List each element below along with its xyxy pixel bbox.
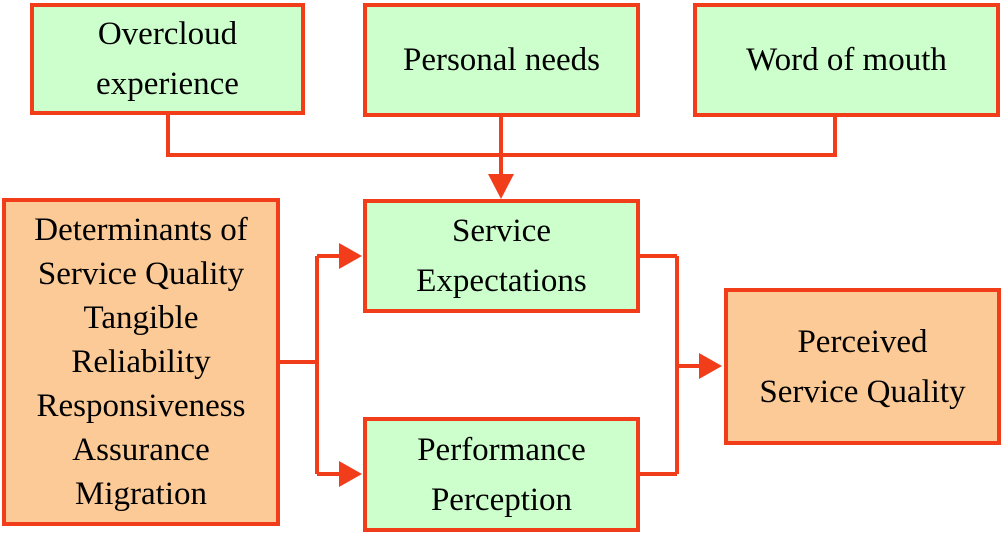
node-label-line: Reliability (71, 344, 211, 380)
node-word-of-mouth: Word of mouth (693, 3, 1000, 117)
node-label-line: Assurance (72, 432, 210, 468)
arrowhead-right-performance-perception (339, 461, 362, 487)
node-label-line: Personal needs (402, 42, 601, 78)
node-personal-needs: Personal needs (363, 3, 640, 117)
node-overcloud-experience: Overcloud experience (30, 3, 305, 115)
node-performance-perception: Performance Perception (363, 417, 640, 532)
node-label-line: experience (96, 66, 239, 102)
node-label-line: Perception (430, 481, 573, 518)
node-label-line: Migration (75, 476, 207, 512)
node-label-line: Overcloud (97, 16, 238, 52)
node-label-line: Responsiveness (36, 388, 246, 424)
node-label-line: Service (452, 213, 551, 249)
node-label-line: Tangible (83, 300, 199, 336)
node-perceived-service-quality: Perceived Service Quality (724, 288, 1001, 445)
node-label-line: Determinants of (34, 212, 248, 248)
node-service-expectations: Service Expectations (363, 199, 640, 313)
node-label-line: Performance (417, 431, 586, 468)
node-label-line: Perceived (797, 323, 928, 360)
node-determinants-of-service-quality: Determinants of Service Quality Tangible… (2, 198, 280, 526)
arrowhead-down-service-expectations (488, 174, 514, 199)
arrowhead-right-perceived (699, 353, 722, 379)
node-label-line: Service Quality (759, 373, 966, 410)
arrowhead-right-service-expectations (339, 243, 362, 269)
node-label-line: Service Quality (37, 256, 245, 292)
node-label-line: Word of mouth (746, 42, 947, 78)
node-label-line: Expectations (416, 263, 587, 299)
